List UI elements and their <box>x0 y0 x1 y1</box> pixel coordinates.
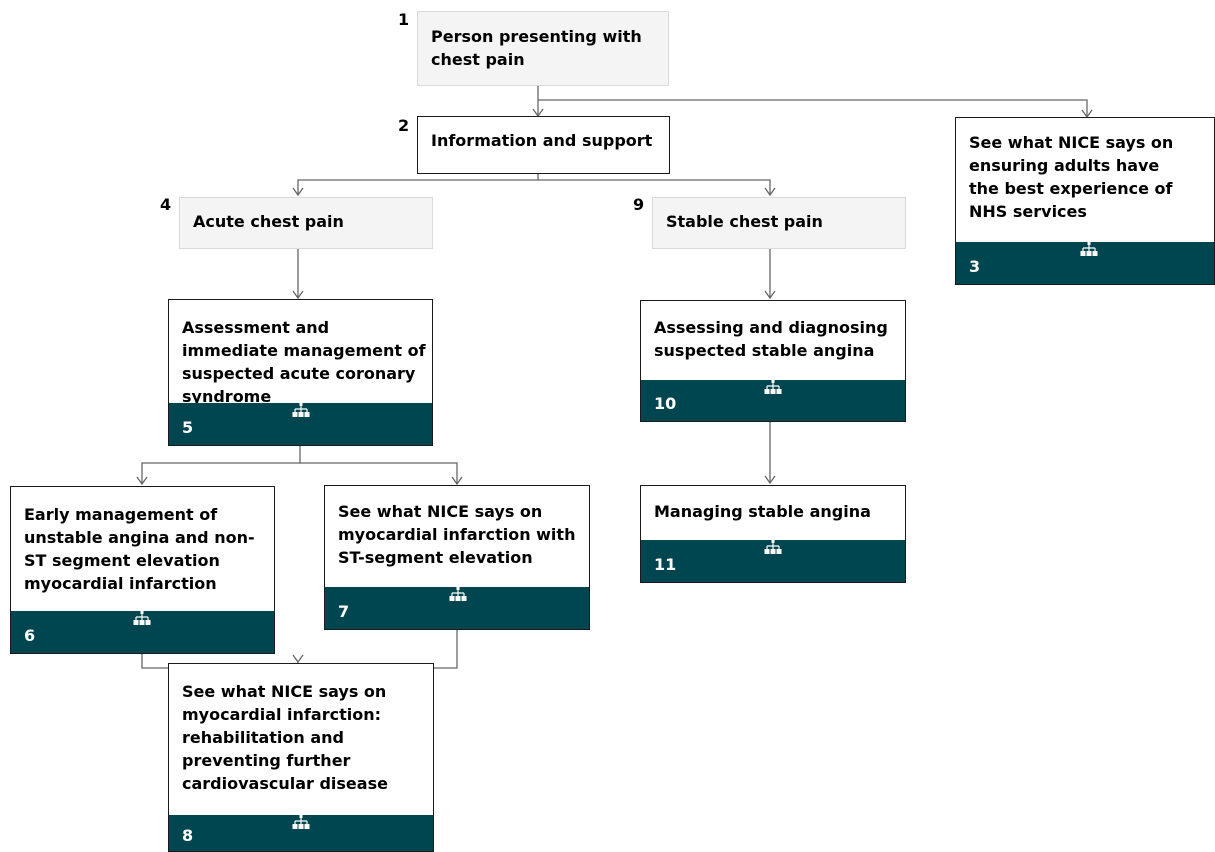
hierarchy-tree-icon[interactable] <box>132 611 152 627</box>
node-nhs-experience[interactable]: See what NICE says on ensuring adults ha… <box>955 117 1215 285</box>
node-acute-chest-pain[interactable]: Acute chest pain <box>179 197 433 249</box>
node-3-number: 3 <box>969 257 981 276</box>
node-2-title: Information and support <box>431 131 653 150</box>
node-10-number: 10 <box>654 394 677 413</box>
node-5-number: 5 <box>182 418 194 437</box>
hierarchy-tree-icon[interactable] <box>763 540 783 556</box>
node-10-footer: 10 <box>641 380 905 421</box>
node-4-number: 4 <box>160 195 172 214</box>
node-1-title: Person presenting with chest pain <box>431 27 642 69</box>
node-8-footer: 8 <box>169 815 433 851</box>
hierarchy-tree-icon[interactable] <box>291 815 311 831</box>
node-6-number: 6 <box>24 626 36 645</box>
node-assessment-acs[interactable]: Assessment and immediate management of s… <box>168 299 433 446</box>
node-stemi[interactable]: See what NICE says on myocardial infarct… <box>324 485 590 630</box>
node-4-title: Acute chest pain <box>193 212 344 231</box>
node-early-management-nstemi[interactable]: Early management of unstable angina and … <box>10 486 275 654</box>
node-6-footer: 6 <box>11 611 274 653</box>
node-5-title: Assessment and immediate management of s… <box>182 318 426 406</box>
node-3-footer: 3 <box>956 242 1214 284</box>
node-information-support[interactable]: Information and support <box>417 116 670 174</box>
node-7-title: See what NICE says on myocardial infarct… <box>338 502 576 567</box>
node-7-number: 7 <box>338 602 350 621</box>
node-9-number: 9 <box>633 195 645 214</box>
node-6-title: Early management of unstable angina and … <box>24 505 255 593</box>
node-8-title: See what NICE says on myocardial infarct… <box>182 682 388 793</box>
node-1-number: 1 <box>398 10 410 29</box>
node-9-title: Stable chest pain <box>666 212 823 231</box>
node-11-title: Managing stable angina <box>654 502 871 521</box>
node-8-number: 8 <box>182 826 194 845</box>
node-7-footer: 7 <box>325 587 589 629</box>
node-diagnosing-stable-angina[interactable]: Assessing and diagnosing suspected stabl… <box>640 300 906 422</box>
hierarchy-tree-icon[interactable] <box>763 380 783 396</box>
node-2-number: 2 <box>398 116 410 135</box>
node-10-title: Assessing and diagnosing suspected stabl… <box>654 318 888 360</box>
node-person-presenting[interactable]: Person presenting with chest pain <box>417 11 669 86</box>
node-stable-chest-pain[interactable]: Stable chest pain <box>652 197 906 249</box>
node-3-title: See what NICE says on ensuring adults ha… <box>969 133 1174 221</box>
hierarchy-tree-icon[interactable] <box>1079 242 1099 258</box>
hierarchy-tree-icon[interactable] <box>448 587 468 603</box>
node-managing-stable-angina[interactable]: Managing stable angina 11 <box>640 485 906 583</box>
node-5-footer: 5 <box>169 403 432 445</box>
node-rehabilitation[interactable]: See what NICE says on myocardial infarct… <box>168 663 434 852</box>
hierarchy-tree-icon[interactable] <box>291 403 311 419</box>
node-11-footer: 11 <box>641 540 905 582</box>
node-11-number: 11 <box>654 555 677 574</box>
